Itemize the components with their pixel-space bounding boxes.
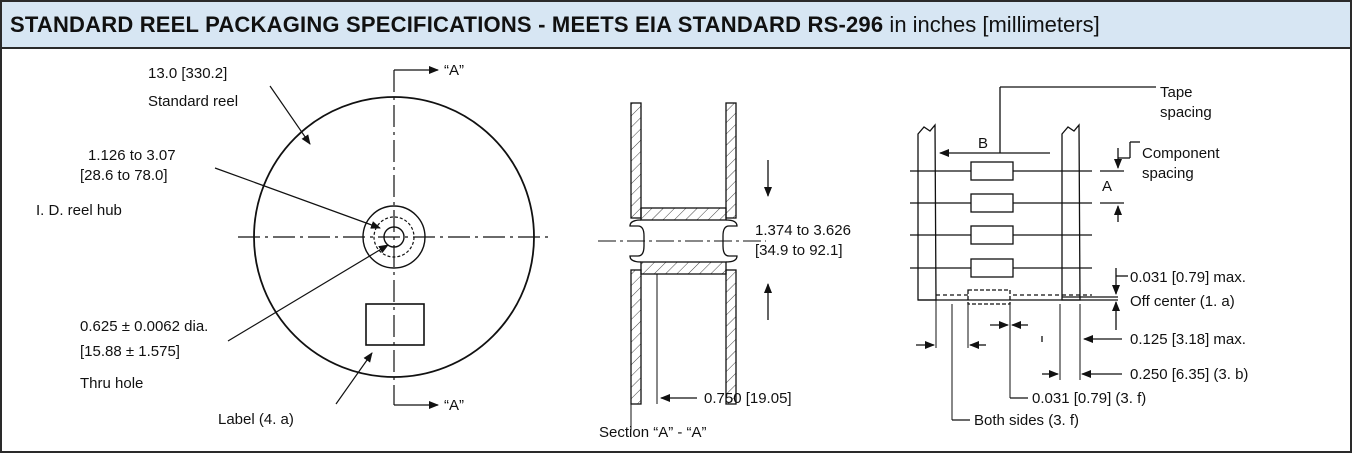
component-3 bbox=[970, 225, 1014, 245]
tape-view bbox=[910, 86, 1156, 421]
reel-name-label: Standard reel bbox=[148, 93, 238, 110]
right-flange-lower bbox=[725, 269, 737, 405]
reel-front-view bbox=[214, 66, 552, 409]
tape-left-edge bbox=[917, 123, 937, 301]
off-center-max-label: 0.031 [0.79] max. bbox=[1130, 269, 1246, 286]
title-main: STANDARD REEL PACKAGING SPECIFICATIONS -… bbox=[10, 12, 884, 37]
page-title: STANDARD REEL PACKAGING SPECIFICATIONS -… bbox=[10, 2, 1100, 47]
a-label: A bbox=[1102, 178, 1112, 195]
hub-upper bbox=[640, 207, 727, 221]
leader-reel-size bbox=[269, 85, 311, 145]
reel-hub-outer bbox=[362, 205, 426, 269]
reel-hub-inner bbox=[373, 216, 415, 258]
right-flange-upper bbox=[725, 102, 737, 219]
reel-size-label: 13.0 [330.2] bbox=[148, 65, 227, 82]
component-spacing-label-2: spacing bbox=[1142, 165, 1194, 182]
leader-hole bbox=[227, 244, 389, 342]
hub-lower bbox=[640, 261, 727, 275]
reel-outline bbox=[253, 96, 535, 378]
both-sides-label: Both sides (3. f) bbox=[974, 412, 1079, 429]
width-range-mm-label: [34.9 to 92.1] bbox=[755, 242, 843, 259]
width-range-label: 1.374 to 3.626 bbox=[755, 222, 851, 239]
hub-range-mm-label: [28.6 to 78.0] bbox=[80, 167, 168, 184]
header-bar: STANDARD REEL PACKAGING SPECIFICATIONS -… bbox=[2, 2, 1350, 49]
dim-250-label: 0.250 [6.35] (3. b) bbox=[1130, 366, 1248, 383]
component-2 bbox=[970, 193, 1014, 213]
component-1 bbox=[970, 161, 1014, 181]
reel-label-box bbox=[365, 303, 425, 346]
section-marker-top-label: “A” bbox=[444, 62, 464, 79]
component-spacing-label-1: Component bbox=[1142, 145, 1220, 162]
leader-label bbox=[335, 352, 373, 405]
component-5 bbox=[967, 289, 1011, 305]
tape-spacing-label-2: spacing bbox=[1160, 104, 1212, 121]
dim-031-label: 0.031 [0.79] (3. f) bbox=[1032, 390, 1146, 407]
hub-range-label: 1.126 to 3.07 bbox=[88, 147, 176, 164]
left-flange-lower bbox=[630, 269, 642, 405]
title-units: in inches [millimeters] bbox=[883, 12, 1100, 37]
reel-specification-drawing: “A” “A” 13.0 [330.2] Standard reel 1.126… bbox=[36, 62, 1248, 441]
section-marker-bottom-label: “A” bbox=[444, 397, 464, 414]
hole-name-label: Thru hole bbox=[80, 375, 143, 392]
leader-hub bbox=[214, 167, 381, 229]
hole-dia-label: 0.625 ± 0.0062 dia. bbox=[80, 318, 208, 335]
section-caption: Section “A” - “A” bbox=[599, 424, 707, 441]
max-125-label: 0.125 [3.18] max. bbox=[1130, 331, 1246, 348]
component-4 bbox=[970, 258, 1014, 278]
tape-right-edge bbox=[1061, 123, 1081, 301]
hole-dia-mm-label: [15.88 ± 1.575] bbox=[80, 343, 180, 360]
flange-dim-label: 0.750 [19.05] bbox=[704, 390, 792, 407]
label-note: Label (4. a) bbox=[218, 411, 294, 428]
reel-thru-hole bbox=[383, 226, 405, 248]
off-center-note-label: Off center (1. a) bbox=[1130, 293, 1235, 310]
hub-name-label: I. D. reel hub bbox=[36, 202, 122, 219]
section-view bbox=[598, 102, 772, 430]
left-flange-upper bbox=[630, 102, 642, 219]
b-label: B bbox=[978, 135, 988, 152]
tape-spacing-label-1: Tape bbox=[1160, 84, 1193, 101]
